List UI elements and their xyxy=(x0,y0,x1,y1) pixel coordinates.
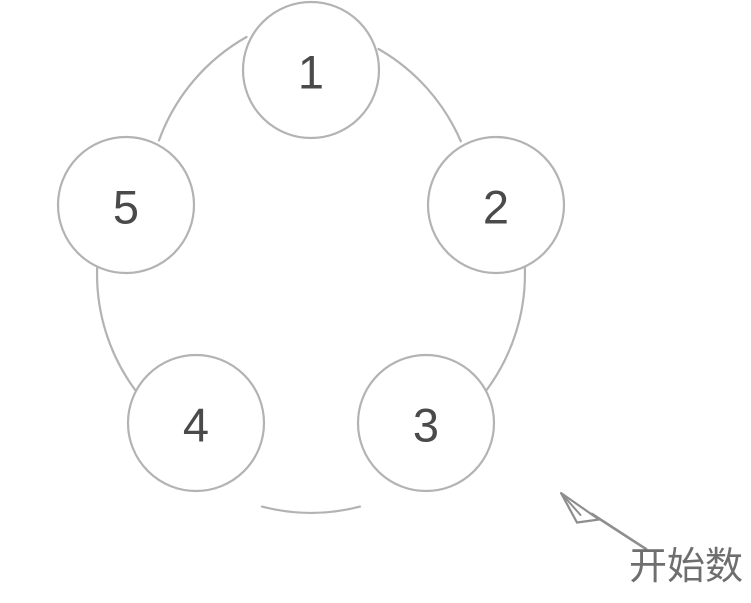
annotation-label: 开始数 xyxy=(629,544,743,588)
edge-1-to-2 xyxy=(377,47,462,143)
edge-4-to-5 xyxy=(95,265,138,393)
node-5-circle[interactable] xyxy=(56,135,196,275)
annotation-pointer xyxy=(560,492,648,551)
edge-3-to-4 xyxy=(260,505,362,514)
edge-group xyxy=(95,35,527,514)
edge-5-to-1 xyxy=(157,35,248,142)
node-1-circle[interactable] xyxy=(241,0,381,140)
node-3[interactable]: 3 xyxy=(356,353,496,493)
node-4[interactable]: 4 xyxy=(126,353,266,493)
node-3-label: 3 xyxy=(413,399,439,452)
node-1[interactable]: 1 xyxy=(241,0,381,140)
node-2-circle[interactable] xyxy=(426,135,566,275)
node-4-label: 4 xyxy=(183,399,209,452)
arrow-head-rib-icon xyxy=(560,492,582,516)
edge-2-to-3 xyxy=(484,265,527,393)
node-5[interactable]: 5 xyxy=(56,135,196,275)
node-2-label: 2 xyxy=(483,181,509,234)
node-5-label: 5 xyxy=(113,181,139,234)
node-1-label: 1 xyxy=(298,46,324,99)
node-4-circle[interactable] xyxy=(126,353,266,493)
arrow-head-icon xyxy=(560,492,602,524)
node-2[interactable]: 2 xyxy=(426,135,566,275)
node-3-circle[interactable] xyxy=(356,353,496,493)
node-group: 1 2 3 4 5 xyxy=(56,0,566,493)
